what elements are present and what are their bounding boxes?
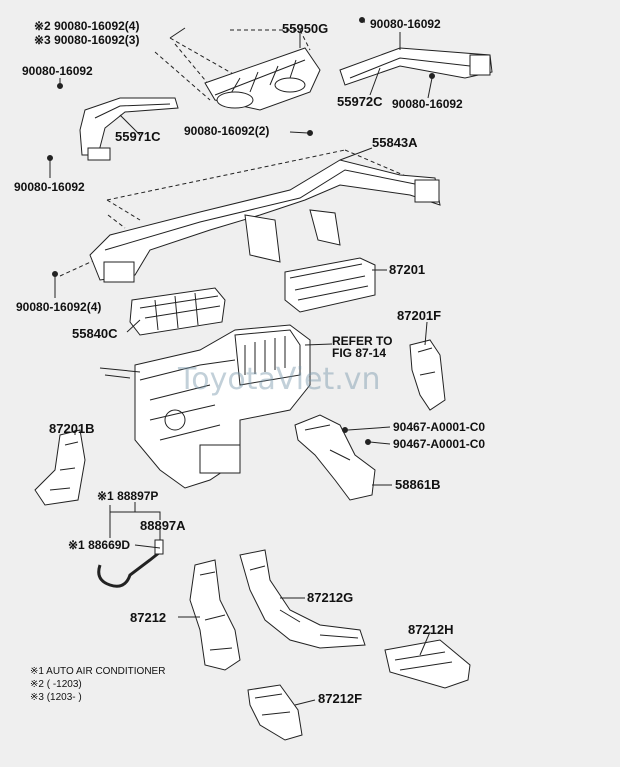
note-auto-air-conditioner: ※1 AUTO AIR CONDITIONER <box>30 666 166 677</box>
label-90080-16092-4-note2: ※2 90080-16092(4) <box>34 19 140 33</box>
label-55972c: 55972C <box>337 94 383 109</box>
part-55840c <box>129 287 226 336</box>
part-87212 <box>189 559 241 671</box>
part-87201 <box>284 257 376 313</box>
part-87212h <box>384 639 471 689</box>
label-87201f: 87201F <box>397 308 442 323</box>
part-88897-bracket <box>109 505 161 538</box>
label-90080-16092-left: 90080-16092 <box>22 64 93 78</box>
label-55950g: 55950G <box>282 21 329 36</box>
note-from-1203: ※3 (1203- ) <box>30 692 82 703</box>
label-87201b: 87201B <box>49 421 95 436</box>
label-90080-16092-2: 90080-16092(2) <box>184 124 270 138</box>
label-88669d: ※1 88669D <box>68 538 131 552</box>
part-55950g <box>204 47 321 111</box>
label-87212: 87212 <box>130 610 167 625</box>
part-87201b <box>34 429 86 506</box>
label-90467-a0001-c0-upper: 90467-A0001-C0 <box>393 420 486 434</box>
label-88897a: 88897A <box>140 518 186 533</box>
watermark: ToyotaViet.vn <box>178 362 381 397</box>
part-hvac-unit <box>99 324 311 489</box>
note-until-1203: ※2 ( -1203) <box>30 679 82 690</box>
label-87212h: 87212H <box>408 622 454 637</box>
label-fig-87-14: FIG 87-14 <box>332 346 387 360</box>
label-55840c: 55840C <box>72 326 118 341</box>
part-58861b <box>294 414 376 501</box>
label-90080-16092-3-note3: ※3 90080-16092(3) <box>34 33 140 47</box>
part-87212g <box>239 549 366 649</box>
part-55843a <box>52 130 441 283</box>
label-90080-16092-right: 90080-16092 <box>392 97 463 111</box>
part-87212f <box>247 684 303 741</box>
part-55971c <box>47 83 179 161</box>
label-58861b: 58861B <box>395 477 441 492</box>
label-90080-16092-lower-left: 90080-16092 <box>14 180 85 194</box>
label-90080-16092-4: 90080-16092(4) <box>16 300 102 314</box>
label-55843a: 55843A <box>372 135 418 150</box>
label-90080-16092-top-right: 90080-16092 <box>370 17 441 31</box>
label-87212g: 87212G <box>307 590 354 605</box>
leader-lines <box>49 21 433 706</box>
part-87201f <box>409 339 446 411</box>
label-88897p: ※1 88897P <box>97 489 159 503</box>
part-55972c <box>339 17 493 86</box>
label-55971c: 55971C <box>115 129 161 144</box>
label-87201: 87201 <box>389 262 426 277</box>
label-90467-a0001-c0-lower: 90467-A0001-C0 <box>393 437 486 451</box>
label-refer-to: REFER TO <box>332 334 393 348</box>
label-87212f: 87212F <box>318 691 363 706</box>
